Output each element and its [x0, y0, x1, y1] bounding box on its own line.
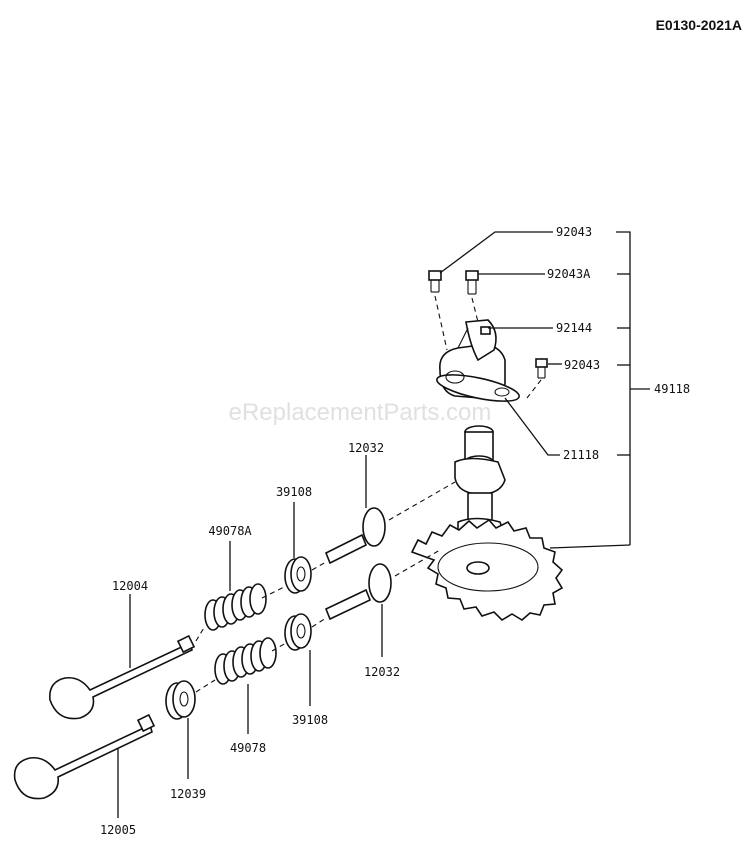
label-39108-top: 39108: [276, 485, 312, 499]
label-92043A: 92043A: [547, 267, 591, 281]
bolt-92043-right: [526, 358, 548, 399]
label-49078A: 49078A: [208, 524, 252, 538]
label-12032-top: 12032: [348, 441, 384, 455]
watermark: eReplacementParts.com: [229, 399, 492, 426]
label-49078: 49078: [230, 741, 266, 755]
spring-49078A: [204, 583, 267, 631]
label-92144: 92144: [556, 321, 592, 335]
tappet-12032-bottom: [324, 563, 392, 621]
bolt-92043-left: [428, 270, 448, 351]
label-39108-bottom: 39108: [292, 713, 328, 727]
label-12039: 12039: [170, 787, 206, 801]
spring-49078: [214, 637, 277, 685]
valve-12005: [13, 713, 156, 800]
label-12004: 12004: [112, 579, 148, 593]
bolt-92043A: [465, 270, 479, 323]
label-92043-mid: 92043: [564, 358, 600, 372]
tappet-12032-top: [324, 507, 386, 565]
governor-bracket-21118: [436, 319, 520, 402]
assembly-bracket: [549, 231, 650, 549]
retainer-39108-top: [284, 556, 312, 594]
camshaft-gear: [410, 518, 564, 622]
retainer-39108-bottom: [284, 613, 312, 651]
label-92043-top: 92043: [556, 225, 592, 239]
valve-12004: [48, 634, 196, 720]
label-21118: 21118: [563, 448, 599, 462]
retainer-12039: [165, 680, 196, 720]
label-12005: 12005: [100, 823, 136, 837]
diagram-code: E0130-2021A: [656, 17, 742, 33]
leader-lines: [117, 231, 562, 818]
label-49118: 49118: [654, 382, 690, 396]
label-12032-bottom: 12032: [364, 665, 400, 679]
